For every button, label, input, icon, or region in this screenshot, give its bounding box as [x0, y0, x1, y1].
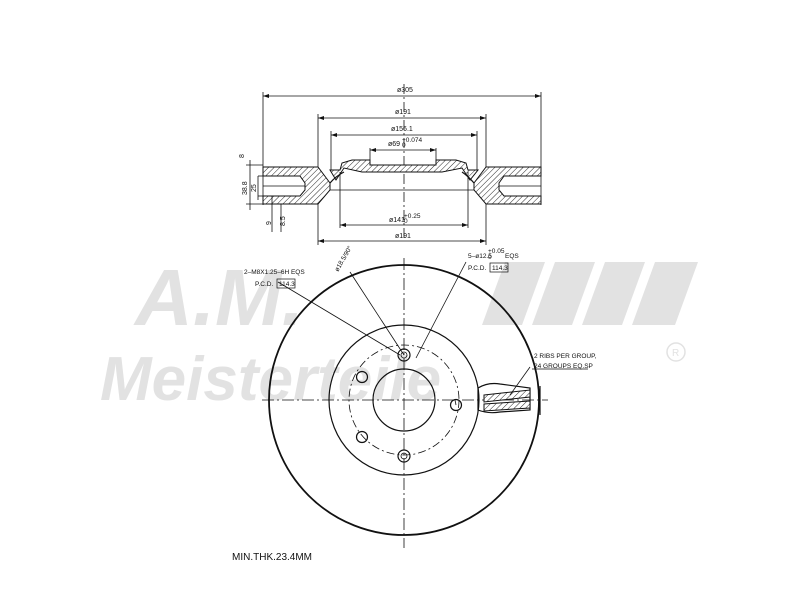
registered-mark-icon	[666, 342, 686, 362]
callout-ribs-line1: 2 RIBS PER GROUP,	[534, 353, 597, 360]
bolt-hole	[355, 430, 369, 444]
section-ring-left	[262, 166, 331, 205]
callout-right-holes-suffix: EQS	[505, 253, 519, 260]
disc-outer-edge	[268, 264, 540, 536]
dim-69: ø69	[388, 141, 400, 148]
leader-ribs	[509, 366, 531, 396]
leader-left-thread	[277, 281, 401, 356]
watermark-registered: R	[672, 348, 679, 359]
callout-right-pcd-value: 114.3	[492, 265, 508, 272]
callout-right-pcd-prefix: P.C.D.	[468, 265, 486, 272]
bolt-holes	[355, 348, 463, 463]
watermark-stripes	[482, 262, 698, 325]
rib-detail	[477, 382, 541, 415]
dim-25: 25	[251, 184, 258, 192]
bolt-hole	[397, 348, 411, 362]
dim-69-tol-lo: 0	[402, 142, 406, 149]
leader-right-holes	[415, 261, 467, 359]
dim-191-top: ø191	[395, 109, 411, 116]
dim-141-tol-lo: 0	[404, 218, 408, 225]
section-ring-right	[473, 166, 542, 205]
dim-arrowheads	[263, 94, 541, 243]
bolt-hole	[397, 449, 411, 463]
section-view: ø305 ø191 ø156.1 ø69 +0.074 0 ø141 +0.25…	[239, 84, 542, 245]
dim-141-tol: +0.25	[404, 213, 421, 220]
min-thickness-note: MIN.THK.23.4MM	[232, 552, 312, 563]
callout-right-holes: 5–ø12.5	[468, 253, 492, 260]
dim-305: ø305	[397, 87, 413, 94]
front-view: 2–M8X1.25–6H EQS P.C.D. 114.3 5–ø12.5 +0…	[244, 244, 597, 548]
dim-191-bottom: ø191	[395, 233, 411, 240]
callout-left-pcd-prefix: P.C.D.	[255, 281, 273, 288]
dim-8-5: 8.5	[280, 216, 287, 226]
section-hat	[329, 159, 480, 181]
dim-8: 8	[239, 154, 246, 158]
callout-ribs-line2: 24 GROUPS EQ.SP	[534, 363, 593, 370]
callout-left-thread: 2–M8X1.25–6H EQS	[244, 269, 305, 276]
dim-9: 9	[266, 221, 273, 225]
watermark-brand: A.M.	[133, 253, 304, 342]
center-bore	[372, 368, 436, 432]
bolt-hole	[449, 398, 463, 412]
bolt-hole	[355, 370, 369, 384]
callout-right-holes-tol: +0.05	[488, 248, 505, 255]
dim-38-8: 38.8	[242, 181, 249, 195]
leader-angle	[349, 271, 405, 356]
dim-69-tol: +0.074	[402, 137, 422, 144]
watermark: A.M. Meisterteile R	[100, 253, 698, 414]
threaded-holes	[400, 351, 408, 460]
callout-left-pcd-value: 114.3	[279, 281, 295, 288]
callout-right-holes-tol-lo: 0	[488, 254, 492, 261]
hat-outer-circle	[328, 324, 480, 476]
dim-141: ø141	[389, 217, 405, 224]
dim-156: ø156.1	[391, 126, 413, 133]
callout-angle: ø18.5/90°	[333, 244, 354, 273]
